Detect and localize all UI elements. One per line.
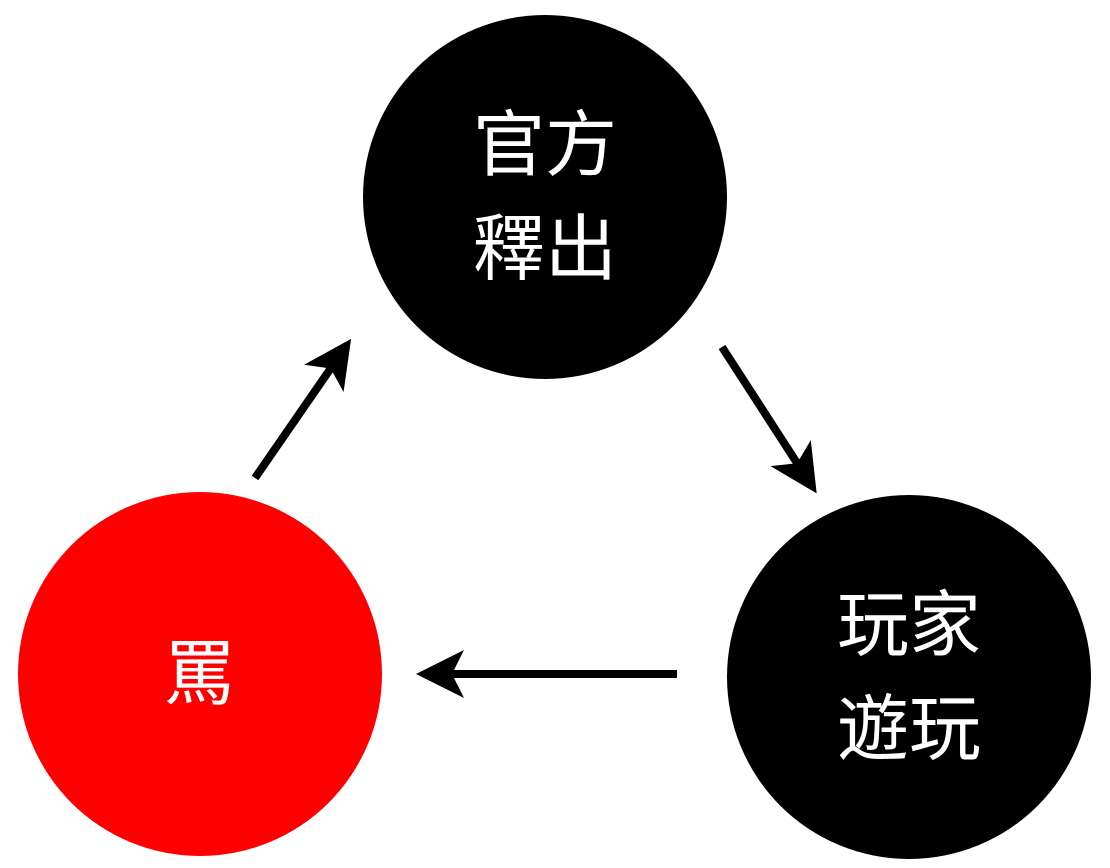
- node-player-play: 玩家 遊玩: [727, 495, 1091, 859]
- node-label: 釋出: [472, 207, 617, 291]
- node-official-release: 官方 釋出: [363, 15, 727, 379]
- arrow-release-to-play: [718, 344, 817, 494]
- node-label: 官方: [472, 103, 617, 187]
- node-scold: 罵: [18, 492, 382, 856]
- node-label: 罵: [163, 632, 236, 716]
- node-label: 遊玩: [836, 687, 981, 771]
- arrow-scold-to-release: [251, 338, 352, 481]
- node-label: 玩家: [836, 583, 981, 667]
